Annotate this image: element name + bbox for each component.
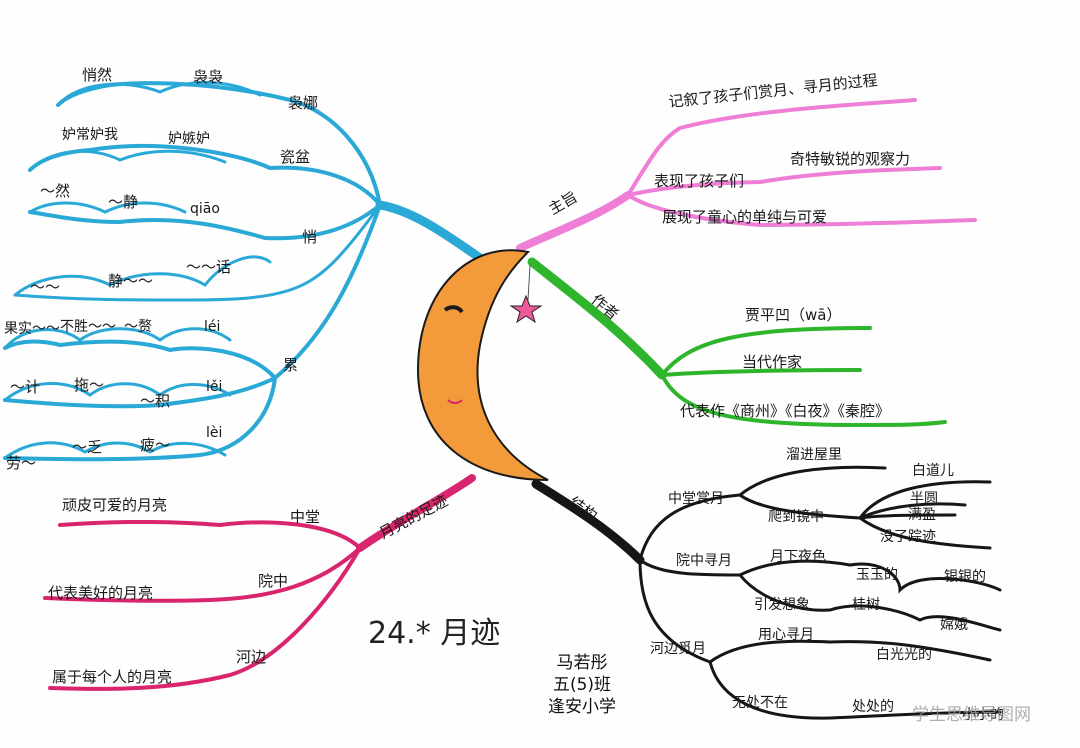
- moonplaces-item: 中堂: [290, 508, 321, 526]
- structure-item: 用心寻月: [758, 627, 814, 643]
- theme-item: 奇特敏锐的观察力: [790, 150, 911, 168]
- pink-branch: [516, 98, 977, 252]
- structure-item: 中堂赏月: [668, 491, 724, 507]
- word-head-1: 袅娜: [288, 94, 319, 112]
- word-item: 劳～: [6, 454, 37, 472]
- author-school: 逢安小学: [548, 697, 616, 717]
- word-item: ～静: [108, 193, 139, 211]
- structure-item: 银银的: [944, 569, 986, 585]
- structure-item: 河边觅月: [650, 641, 706, 657]
- word-item: 妒嫉妒: [168, 131, 210, 147]
- word-head-2: 瓷盆: [280, 148, 311, 166]
- word-pinyin: qiāo: [190, 201, 220, 217]
- word-item: 妒常妒我: [62, 127, 118, 143]
- word-item: ～乏: [72, 438, 103, 456]
- moon-illustration: [416, 249, 549, 481]
- star-icon: [509, 294, 543, 324]
- theme-item: 表现了孩子们: [654, 172, 745, 190]
- structure-item: 嫦娥: [940, 617, 968, 633]
- structure-item: 院中寻月: [676, 553, 732, 569]
- structure-item: 满盈: [908, 507, 936, 523]
- moonplaces-item: 顽皮可爱的月亮: [62, 496, 168, 514]
- structure-item: 溜进屋里: [786, 447, 842, 463]
- theme-item: 展现了童心的单纯与可爱: [662, 208, 828, 226]
- word-item: ～～: [30, 278, 61, 296]
- word-item: 静～～: [108, 272, 154, 290]
- structure-item: 月下夜色: [770, 549, 826, 565]
- structure-item: 爬到镜中: [768, 509, 824, 525]
- moonplaces-item: 代表美好的月亮: [48, 584, 154, 602]
- word-head-5: 累: [283, 356, 299, 374]
- blue-branch: [3, 81, 485, 462]
- author-class: 五(5)班: [552, 675, 612, 695]
- word-item: ～赘: [124, 319, 152, 335]
- word-item: 袅袅: [193, 68, 224, 86]
- word-item: 果实～～: [4, 321, 60, 337]
- moonplaces-item: 河边: [236, 648, 267, 666]
- structure-item: 桂树: [852, 597, 880, 613]
- magenta-branch: [43, 474, 476, 691]
- word-pinyin: lěi: [206, 379, 223, 395]
- author-item: 贾平凹（wā）: [745, 306, 842, 324]
- word-item: ～～话: [186, 258, 232, 276]
- watermark: 学生思维导图网: [912, 705, 1031, 725]
- word-head-3: 悄: [302, 228, 318, 246]
- word-item: 拖～: [74, 376, 105, 394]
- structure-item: 白光光的: [876, 647, 932, 663]
- word-item: ～计: [10, 378, 41, 396]
- word-pinyin: léi: [204, 319, 221, 335]
- structure-item: 没了踪迹: [880, 529, 936, 545]
- word-item: 悄然: [82, 66, 113, 84]
- structure-item: 半圆: [910, 491, 938, 507]
- black-branch: [531, 465, 1002, 720]
- author-block: 马若彤 五(5)班 逢安小学: [548, 652, 616, 718]
- author-item: 代表作《商州》《白夜》《秦腔》: [680, 402, 891, 420]
- structure-item: 处处的: [852, 699, 894, 715]
- structure-item: 白道儿: [912, 463, 954, 479]
- word-item: 不胜～～: [60, 319, 116, 335]
- word-item: ～然: [40, 182, 71, 200]
- structure-item: 无处不在: [732, 695, 788, 711]
- author-item: 当代作家: [742, 353, 803, 371]
- page-title: 24.* 月迹: [368, 616, 501, 651]
- structure-item: 引发想象: [754, 597, 810, 613]
- word-pinyin: lèi: [206, 425, 223, 441]
- word-item: 疲～: [140, 436, 171, 454]
- moonplaces-item: 属于每个人的月亮: [52, 668, 173, 686]
- moonplaces-item: 院中: [258, 572, 289, 590]
- structure-item: 小小的: [962, 707, 1004, 723]
- green-branch: [527, 257, 947, 428]
- structure-item: 玉玉的: [856, 567, 898, 583]
- word-item: ～积: [140, 392, 171, 410]
- author-name: 马若彤: [556, 653, 608, 673]
